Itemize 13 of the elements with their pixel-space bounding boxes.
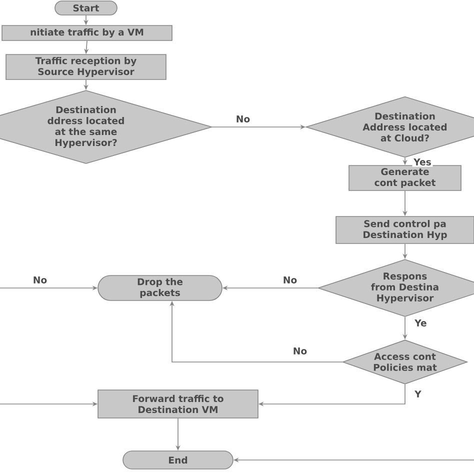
terminator-oval: End <box>122 450 234 470</box>
process-box: Forward traffic to Destination VM <box>98 390 258 418</box>
process-box: Generate cont packet <box>348 165 462 191</box>
edge-label: Ye <box>413 318 428 328</box>
edge-label: Y <box>413 389 423 399</box>
edge-label: No <box>292 346 308 356</box>
process-box: Traffic reception by Source Hypervisor <box>6 54 166 80</box>
edge-label: No <box>32 275 48 285</box>
edge-label: No <box>234 114 252 124</box>
edge-label: Yes <box>412 157 433 167</box>
process-box: nitiate traffic by a VM <box>2 25 172 41</box>
edge-label: No <box>282 275 298 285</box>
process-box: Send control pa Destination Hyp <box>336 216 474 244</box>
